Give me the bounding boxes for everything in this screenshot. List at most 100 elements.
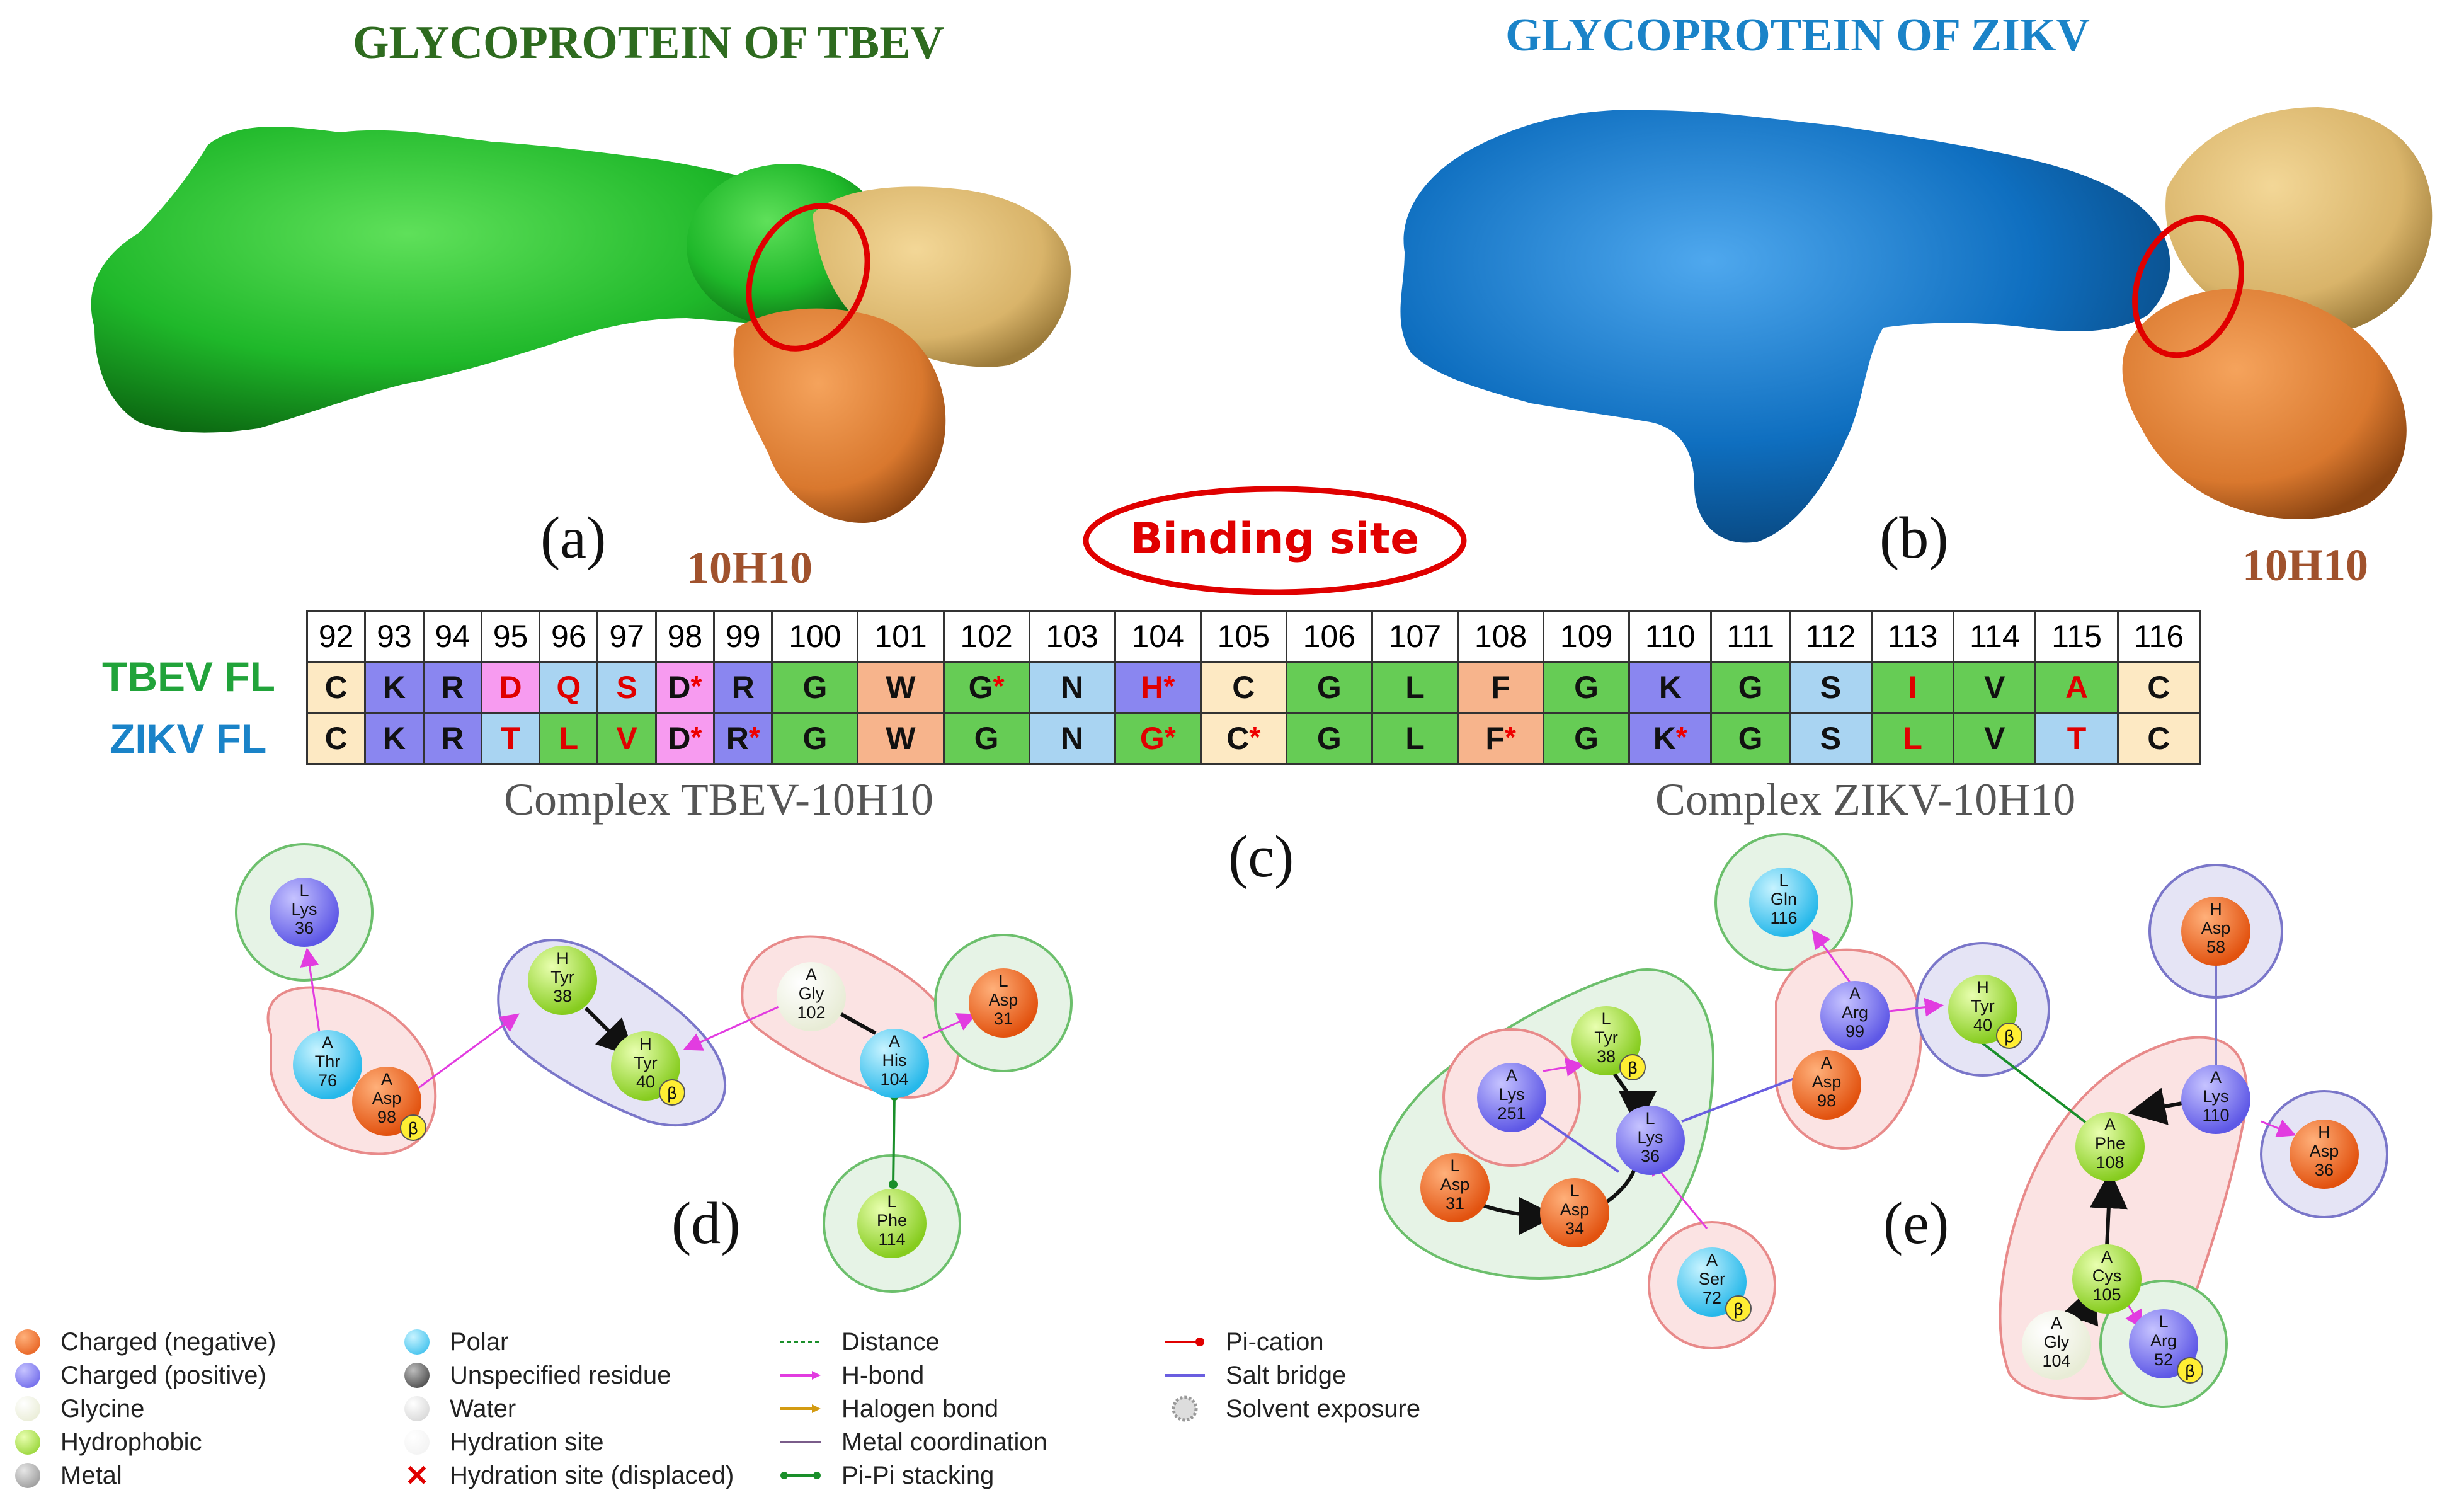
residue-letter: L	[559, 721, 579, 756]
position-number: 107	[1371, 610, 1459, 663]
position-number: 94	[422, 610, 482, 663]
zikv-title: GLYCOPROTEIN OF ZIKV	[1505, 9, 2090, 61]
residue-chain-label: L	[1645, 1109, 1655, 1128]
pi-pi-stacking-icon	[779, 1462, 823, 1489]
binding-star-marker: *	[690, 721, 702, 754]
residue-sphere	[2181, 1065, 2250, 1134]
residue-chain-label: A	[322, 1033, 333, 1052]
residue-name-label: Tyr	[550, 968, 574, 987]
legend-item-pi-pi: Pi-Pi stacking	[779, 1459, 994, 1492]
residue-chain-label: L	[1570, 1181, 1579, 1200]
residue-letter: V	[616, 721, 637, 756]
binding-star-marker: *	[1504, 721, 1516, 754]
legend-item-charged-positive: Charged (positive)	[14, 1359, 266, 1392]
salt-bridge-line-icon	[1163, 1361, 1207, 1389]
legend-item-halogen-bond: Halogen bond	[779, 1392, 998, 1425]
residue-letter: G	[1574, 721, 1599, 756]
residue-cell: C	[305, 712, 367, 765]
residue-cell: A	[2034, 661, 2119, 714]
beta-symbol: β	[408, 1120, 419, 1138]
legend-item-glycine: Glycine	[14, 1392, 144, 1425]
residue-sphere	[293, 1030, 362, 1099]
position-number: 113	[1870, 610, 1955, 663]
polar-icon	[404, 1329, 430, 1355]
residue-name-label: Gly	[2044, 1332, 2070, 1351]
residue-name-label: Asp	[2310, 1142, 2339, 1160]
residue-cell: G	[1543, 712, 1631, 765]
binding-star-marker: *	[1249, 721, 1261, 754]
residue-sphere	[1420, 1153, 1490, 1222]
residue-name-label: Lys	[1637, 1128, 1663, 1147]
panel-e-residues: LGln116AArg99AAsp98HTyr40βLTyr38βALys251…	[1420, 868, 2359, 1384]
residue-sphere	[1749, 868, 1818, 937]
residue-num-label: 108	[2096, 1153, 2124, 1172]
residue-sphere	[2181, 897, 2250, 966]
residue-cell: N	[1028, 712, 1116, 765]
residue-cell: G*	[942, 661, 1030, 714]
residue-sphere	[2075, 1112, 2145, 1181]
residue-chain-label: H	[556, 949, 569, 968]
residue-name-label: Arg	[1842, 1003, 1868, 1022]
residue-letter: G	[1316, 670, 1342, 705]
antibody-label-right: 10H10	[2242, 540, 2369, 590]
residue-cell: F	[1456, 661, 1545, 714]
residue-letter: T	[2067, 721, 2087, 756]
residue-cell: G	[1710, 661, 1791, 714]
complex-label-tbev: Complex TBEV-10H10	[504, 774, 934, 825]
residue-letter: L	[1405, 670, 1425, 705]
residue-cell: S	[1788, 661, 1873, 714]
residue-cell: G*	[1114, 712, 1202, 765]
residue-name-label: Asp	[372, 1089, 402, 1108]
residue-name-label: Cys	[2092, 1266, 2122, 1285]
residue-cell: R*	[713, 712, 773, 765]
panel-label-c: (c)	[1228, 824, 1294, 890]
residue-num-label: 99	[1845, 1022, 1864, 1041]
residue-cell: K	[364, 712, 425, 765]
protein-structures	[91, 107, 2433, 595]
residue-name-label: His	[882, 1051, 907, 1070]
residue-name-label: Lys	[1498, 1085, 1524, 1104]
residue-letter: C	[324, 670, 348, 705]
residue-sphere	[528, 946, 597, 1015]
position-number: 93	[364, 610, 425, 663]
residue-num-label: 104	[2042, 1351, 2070, 1370]
position-number: 102	[942, 610, 1030, 663]
water-icon	[404, 1396, 430, 1421]
beta-badge-icon	[2177, 1357, 2203, 1384]
glycine-icon	[15, 1396, 40, 1421]
beta-badge-icon	[400, 1114, 426, 1141]
residue-chain-label: L	[1450, 1156, 1459, 1175]
residue-chain-label: A	[1821, 1053, 1832, 1072]
residue-cell: R	[713, 661, 773, 714]
residue-letter: W	[886, 670, 916, 705]
hydrophobic-icon	[15, 1430, 40, 1455]
position-number: 98	[654, 610, 716, 663]
residue-chain-label: L	[887, 1192, 896, 1211]
residue-letter: G	[1738, 670, 1763, 705]
legend-item-hydration-displaced: ✕Hydration site (displaced)	[403, 1459, 734, 1492]
pi-cation-icon	[1163, 1328, 1207, 1356]
residue-cell: C*	[1199, 712, 1287, 765]
residue-cell: W	[857, 712, 945, 765]
residue-letter: H	[1141, 670, 1164, 705]
residue-chain-label: L	[998, 971, 1008, 990]
residue-cell: G	[1285, 712, 1373, 765]
residue-letter: V	[1984, 670, 2005, 705]
position-number: 97	[596, 610, 657, 663]
residue-cell: C	[1199, 661, 1287, 714]
binding-site-label: Binding site	[1130, 514, 1420, 564]
charged-positive-icon	[15, 1363, 40, 1388]
residue-sphere	[777, 962, 846, 1031]
residue-letter: R	[731, 670, 755, 705]
residue-cell: C	[2116, 712, 2201, 765]
position-number: 106	[1285, 610, 1373, 663]
